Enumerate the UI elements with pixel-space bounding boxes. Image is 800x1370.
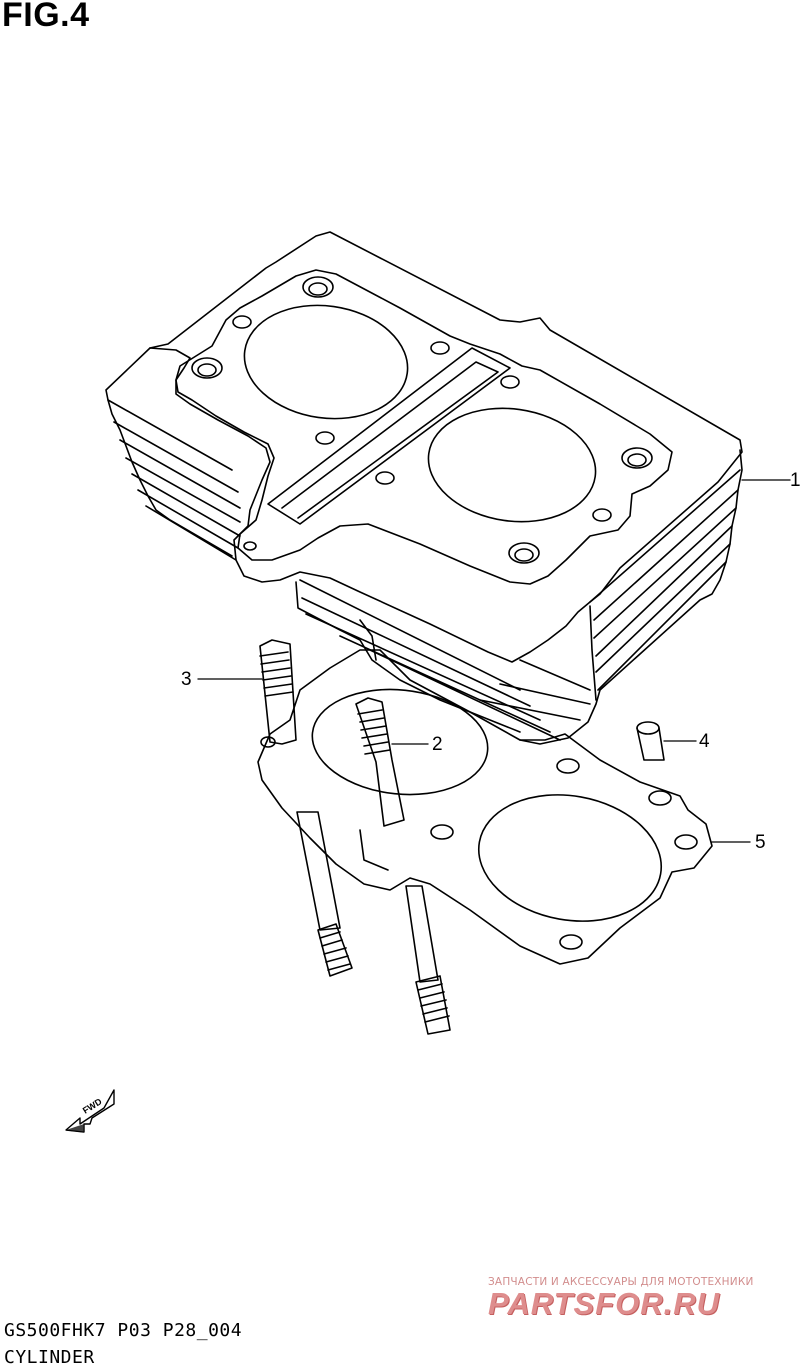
page-code: P28_004 <box>162 1320 243 1341</box>
region-code: P03 <box>117 1320 152 1341</box>
watermark-brand: PARTSFOR.RU <box>488 1286 721 1321</box>
callout-4-dowel-pin: 4 <box>699 731 710 752</box>
callout-2-stud-short: 2 <box>432 734 443 755</box>
figure-title: FIG.4 <box>2 0 90 34</box>
base-gasket <box>257 649 713 965</box>
part-name: CYLINDER <box>4 1347 95 1368</box>
model-code-line: GS500FHK7 P03 P28_004 <box>4 1320 242 1341</box>
callout-5-gasket: 5 <box>755 832 766 853</box>
model-code: GS500FHK7 <box>4 1320 107 1341</box>
leader-lines <box>197 479 791 843</box>
fwd-arrow-icon <box>65 1089 115 1133</box>
stud-short <box>355 697 451 1035</box>
callout-3-stud-long: 3 <box>181 669 192 690</box>
callout-1-cylinder: 1 <box>790 470 800 491</box>
cylinder-block <box>105 231 743 745</box>
stud-long <box>259 639 353 977</box>
dowel-pin <box>636 721 665 761</box>
watermark-tagline: ЗАПЧАСТИ И АКСЕССУАРЫ ДЛЯ МОТОТЕХНИКИ <box>488 1276 754 1288</box>
